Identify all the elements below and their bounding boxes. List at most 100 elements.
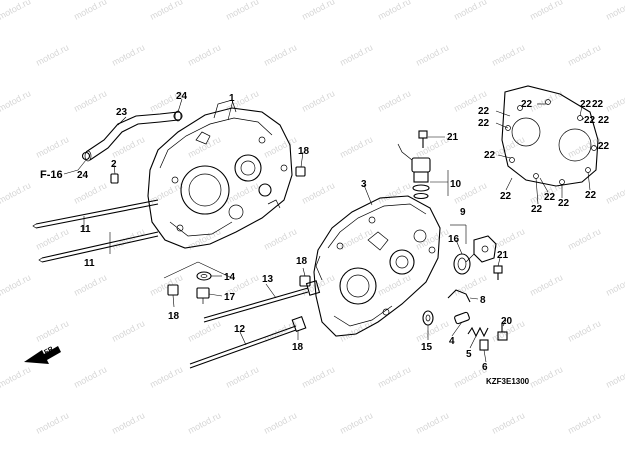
watermark-text: motod.ru bbox=[338, 134, 374, 160]
watermark-text: motod.ru bbox=[414, 410, 450, 436]
watermark-text: motod.ru bbox=[34, 318, 70, 344]
watermark-text: motod.ru bbox=[148, 272, 184, 298]
callout-21-lower: 21 bbox=[497, 250, 509, 261]
callout-20: 20 bbox=[501, 316, 513, 327]
watermark-text: motod.ru bbox=[300, 364, 336, 390]
callout-1: 1 bbox=[229, 93, 235, 104]
assembly-9 bbox=[465, 235, 497, 263]
watermark-text: motod.ru bbox=[566, 42, 602, 68]
watermark-text: motod.ru bbox=[34, 42, 70, 68]
watermark-text: motod.ru bbox=[528, 272, 564, 298]
callout-22-k: 22 bbox=[531, 204, 543, 215]
watermark-text: motod.ru bbox=[528, 0, 564, 22]
spring-8 bbox=[447, 289, 471, 303]
watermark-text: motod.ru bbox=[566, 410, 602, 436]
callout-18-top: 18 bbox=[298, 146, 310, 157]
switch-assembly-10 bbox=[397, 143, 431, 200]
watermark-text: motod.ru bbox=[262, 42, 298, 68]
watermark-text: motod.ru bbox=[376, 0, 412, 22]
dowel-pin-2 bbox=[110, 173, 119, 184]
watermark-text: motod.ru bbox=[300, 180, 336, 206]
front-direction-arrow-icon: FR. bbox=[24, 345, 61, 364]
callout-22-j: 22 bbox=[500, 191, 512, 202]
figure-reference: F-16 bbox=[40, 169, 63, 181]
callout-9: 9 bbox=[460, 207, 466, 218]
callout-22-i: 22 bbox=[484, 150, 496, 161]
callout-22-m: 22 bbox=[558, 198, 570, 209]
watermark-text: motod.ru bbox=[0, 88, 32, 114]
watermark-text: motod.ru bbox=[452, 272, 488, 298]
watermark-text: motod.ru bbox=[376, 88, 412, 114]
callout-6: 6 bbox=[482, 362, 488, 373]
left-crankcase bbox=[147, 99, 293, 249]
watermark-text: motod.ru bbox=[604, 272, 625, 298]
bolt-13 bbox=[203, 280, 321, 323]
watermark-text: motod.ru bbox=[224, 0, 260, 22]
oil-seal-16 bbox=[453, 253, 471, 275]
callout-22-c: 22 bbox=[521, 99, 533, 110]
part-6 bbox=[479, 339, 489, 351]
callout-11-upper: 11 bbox=[80, 224, 91, 235]
watermark-text: motod.ru bbox=[110, 410, 146, 436]
callout-22-f: 22 bbox=[584, 115, 596, 126]
watermark-text: motod.ru bbox=[224, 364, 260, 390]
callout-18-left: 18 bbox=[168, 311, 180, 322]
watermark-text: motod.ru bbox=[72, 0, 108, 22]
watermark-text: motod.ru bbox=[224, 180, 260, 206]
right-crankcase bbox=[313, 195, 441, 337]
watermark-text: motod.ru bbox=[490, 410, 526, 436]
callout-7: 17 bbox=[224, 292, 236, 303]
watermark-text: motod.ru bbox=[452, 0, 488, 22]
callout-15: 15 bbox=[421, 342, 433, 353]
callout-21-upper: 21 bbox=[447, 132, 459, 143]
callout-23: 23 bbox=[116, 107, 128, 118]
bolt-20 bbox=[497, 324, 508, 341]
watermark-text: motod.ru bbox=[300, 0, 336, 22]
watermark-text: motod.ru bbox=[528, 364, 564, 390]
callout-24-lower: 24 bbox=[77, 170, 89, 181]
drain-bolt-17 bbox=[196, 287, 210, 304]
callout-2: 2 bbox=[111, 159, 117, 170]
plunger-4 bbox=[454, 311, 470, 325]
diagram-code: KZF3E1300 bbox=[486, 377, 530, 386]
watermark-text: motod.ru bbox=[528, 88, 564, 114]
watermark-text: motod.ru bbox=[262, 134, 298, 160]
watermark-text: motod.ru bbox=[34, 134, 70, 160]
spring-5 bbox=[467, 326, 489, 338]
watermark-text: motod.ru bbox=[604, 88, 625, 114]
watermark-text: motod.ru bbox=[376, 272, 412, 298]
crankcase-gasket bbox=[501, 85, 599, 187]
dowel-pin-18-a bbox=[295, 166, 306, 177]
callout-10: 10 bbox=[450, 179, 462, 190]
watermark-text: motod.ru bbox=[72, 88, 108, 114]
watermark-text: motod.ru bbox=[262, 226, 298, 252]
watermark-text: motod.ru bbox=[186, 226, 222, 252]
stud-bolt-upper bbox=[32, 199, 159, 229]
watermark-text: motod.ru bbox=[0, 180, 32, 206]
callout-11-lower: 11 bbox=[84, 258, 95, 269]
callout-labels: 1 2 3 4 5 6 17 8 9 10 11 11 12 13 14 15 … bbox=[77, 91, 610, 373]
watermark-text: motod.ru bbox=[72, 272, 108, 298]
bolt-12 bbox=[189, 315, 307, 369]
callout-22-h: 22 bbox=[598, 141, 610, 152]
watermark-text: motod.ru bbox=[186, 134, 222, 160]
watermark-text: motod.ru bbox=[490, 42, 526, 68]
watermark-text: motod.ru bbox=[148, 180, 184, 206]
oil-seal-15 bbox=[422, 310, 434, 326]
callout-18-bottom: 18 bbox=[292, 342, 304, 353]
callout-22-g: 22 bbox=[598, 115, 610, 126]
watermark-text: motod.ru bbox=[72, 180, 108, 206]
bolt-21-lower bbox=[493, 265, 503, 280]
bolt-21-upper bbox=[418, 130, 428, 148]
watermark-text: motod.ru bbox=[566, 318, 602, 344]
watermark-text: motod.ru bbox=[338, 42, 374, 68]
watermark-text: motod.ru bbox=[34, 226, 70, 252]
watermark-text: motod.ru bbox=[186, 42, 222, 68]
callout-3: 3 bbox=[361, 179, 367, 190]
watermark-text: motod.ru bbox=[262, 410, 298, 436]
front-marker-label: FR. bbox=[43, 345, 56, 357]
callout-16: 16 bbox=[448, 234, 460, 245]
watermark-text: motod.ru bbox=[414, 42, 450, 68]
